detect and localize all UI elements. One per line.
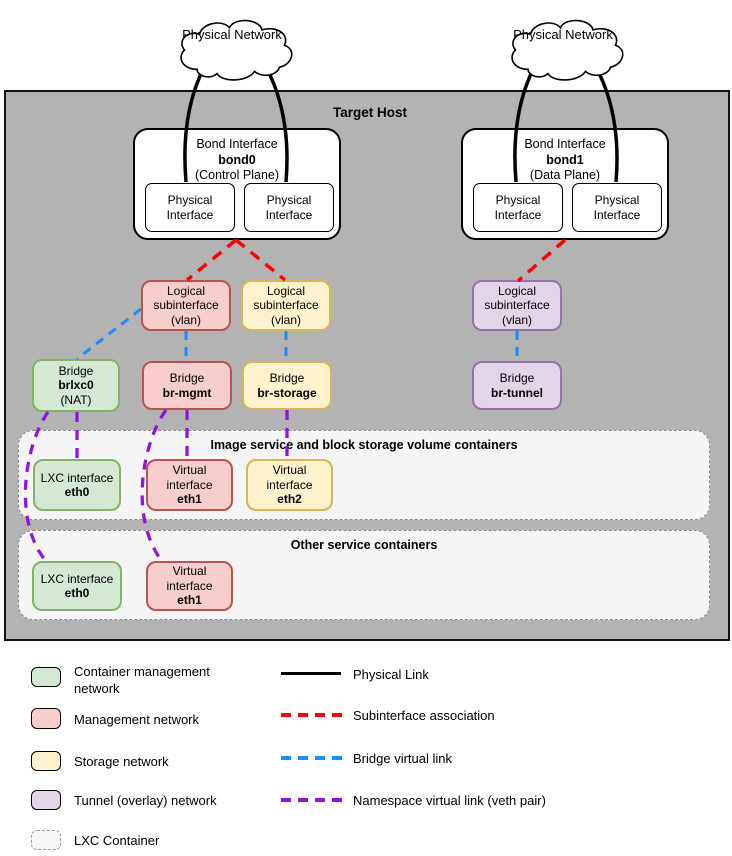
cloud-left-label: Physical Network	[182, 27, 282, 42]
subinterface-mgmt-detail: (vlan)	[170, 312, 201, 327]
legend-swatch-lxc-container	[31, 830, 61, 850]
bond1-physical-interface-1: Physical Interface	[473, 183, 563, 232]
legend-line-physical	[281, 672, 341, 675]
c1-eth2-type: Virtual interface	[266, 463, 313, 492]
legend-line-subinterface	[281, 713, 345, 717]
legend-label-management: Management network	[74, 712, 200, 727]
bridge-br-tunnel: Bridge br-tunnel	[472, 361, 562, 410]
legend-label-tunnel: Tunnel (overlay) network	[74, 793, 217, 808]
bond0-physical-interface-1: Physical Interface	[145, 183, 235, 232]
bridge-br-mgmt-name: br-mgmt	[162, 385, 212, 400]
bond0-type: Bond Interface	[196, 137, 278, 151]
image-storage-container-title: Image service and block storage volume c…	[210, 438, 518, 452]
other-services-container-title: Other service containers	[290, 538, 438, 552]
legend-label-subinterface-association: Subinterface association	[353, 708, 495, 723]
bridge-br-storage: Bridge br-storage	[242, 361, 332, 410]
bridge-brlxc0-name: brlxc0	[58, 378, 94, 393]
bond0-box: Bond Interface bond0 (Control Plane) Phy…	[133, 128, 341, 240]
legend-label-container-management: Container management network	[74, 664, 210, 696]
bridge-br-mgmt-type: Bridge	[169, 371, 205, 385]
bond0-physical-interface-2: Physical Interface	[244, 183, 334, 232]
bridge-brlxc0: Bridge brlxc0 (NAT)	[32, 359, 120, 412]
legend-swatch-tunnel	[31, 790, 61, 810]
bond1-type: Bond Interface	[524, 137, 606, 151]
legend-label-lxc-container: LXC Container	[74, 833, 160, 848]
c1-eth1-name: eth1	[177, 492, 202, 507]
c2-virtual-interface-eth1: Virtual interface eth1	[146, 561, 233, 611]
bridge-brlxc0-type: Bridge	[58, 363, 94, 378]
bridge-br-mgmt: Bridge br-mgmt	[142, 361, 232, 410]
c2-eth0-name: eth0	[64, 586, 90, 600]
other-services-container-box: Other service containers LXC interface e…	[18, 530, 710, 620]
legend-label-physical-link: Physical Link	[353, 667, 429, 682]
cloud-right-label: Physical Network	[513, 27, 613, 42]
subinterface-mgmt-label: Logical subinterface	[153, 283, 219, 313]
bond1-plane: (Data Plane)	[529, 168, 601, 182]
bond1-name: bond1	[546, 152, 584, 167]
legend-label-storage: Storage network	[74, 754, 169, 769]
image-storage-container-box: Image service and block storage volume c…	[18, 430, 710, 520]
bond0-physical-interface-1-label: Physical Interface	[166, 193, 214, 222]
legend-swatch-container-management	[31, 667, 61, 687]
bond0-name: bond0	[218, 152, 256, 167]
subinterface-tunnel-label: Logical subinterface	[484, 283, 550, 313]
bond0-plane: (Control Plane)	[194, 168, 280, 182]
legend-swatch-management	[31, 708, 61, 729]
c1-lxc-interface-eth0: LXC interface eth0	[33, 459, 121, 511]
bridge-brlxc0-detail: (NAT)	[60, 392, 92, 407]
subinterface-tunnel: Logical subinterface (vlan)	[472, 280, 562, 331]
bridge-br-storage-name: br-storage	[257, 385, 317, 400]
bridge-br-tunnel-type: Bridge	[499, 371, 535, 385]
subinterface-tunnel-detail: (vlan)	[501, 312, 532, 327]
legend-label-bridge-virtual-link: Bridge virtual link	[353, 751, 452, 766]
bond1-box: Bond Interface bond1 (Data Plane) Physic…	[461, 128, 669, 240]
legend-swatch-storage	[31, 751, 61, 771]
subinterface-storage-detail: (vlan)	[270, 312, 301, 327]
c2-eth0-type: LXC interface	[40, 571, 114, 586]
c2-lxc-interface-eth0: LXC interface eth0	[32, 561, 122, 611]
c1-eth0-name: eth0	[64, 485, 90, 499]
legend-line-bridge-virtual	[281, 756, 345, 760]
bond1-physical-interface-2: Physical Interface	[572, 183, 662, 232]
bond1-physical-interface-2-label: Physical Interface	[593, 193, 641, 222]
c1-virtual-interface-eth1: Virtual interface eth1	[146, 459, 233, 511]
bond0-physical-interface-2-label: Physical Interface	[265, 193, 313, 222]
subinterface-storage-label: Logical subinterface	[253, 283, 319, 313]
c1-eth2-name: eth2	[277, 492, 302, 507]
c2-eth1-type: Virtual interface	[166, 564, 213, 593]
bond1-physical-interface-1-label: Physical Interface	[494, 193, 542, 222]
target-host-title: Target Host	[332, 105, 407, 120]
c1-virtual-interface-eth2: Virtual interface eth2	[246, 459, 333, 511]
bridge-br-tunnel-name: br-tunnel	[491, 385, 543, 400]
legend-line-namespace-virtual	[281, 798, 345, 802]
c2-eth1-name: eth1	[177, 593, 202, 608]
legend-label-namespace-virtual-link: Namespace virtual link (veth pair)	[353, 793, 546, 808]
subinterface-mgmt: Logical subinterface (vlan)	[141, 280, 231, 331]
bridge-br-storage-type: Bridge	[269, 371, 305, 385]
subinterface-storage: Logical subinterface (vlan)	[241, 280, 331, 331]
c1-eth0-type: LXC interface	[40, 470, 114, 485]
c1-eth1-type: Virtual interface	[166, 463, 213, 492]
